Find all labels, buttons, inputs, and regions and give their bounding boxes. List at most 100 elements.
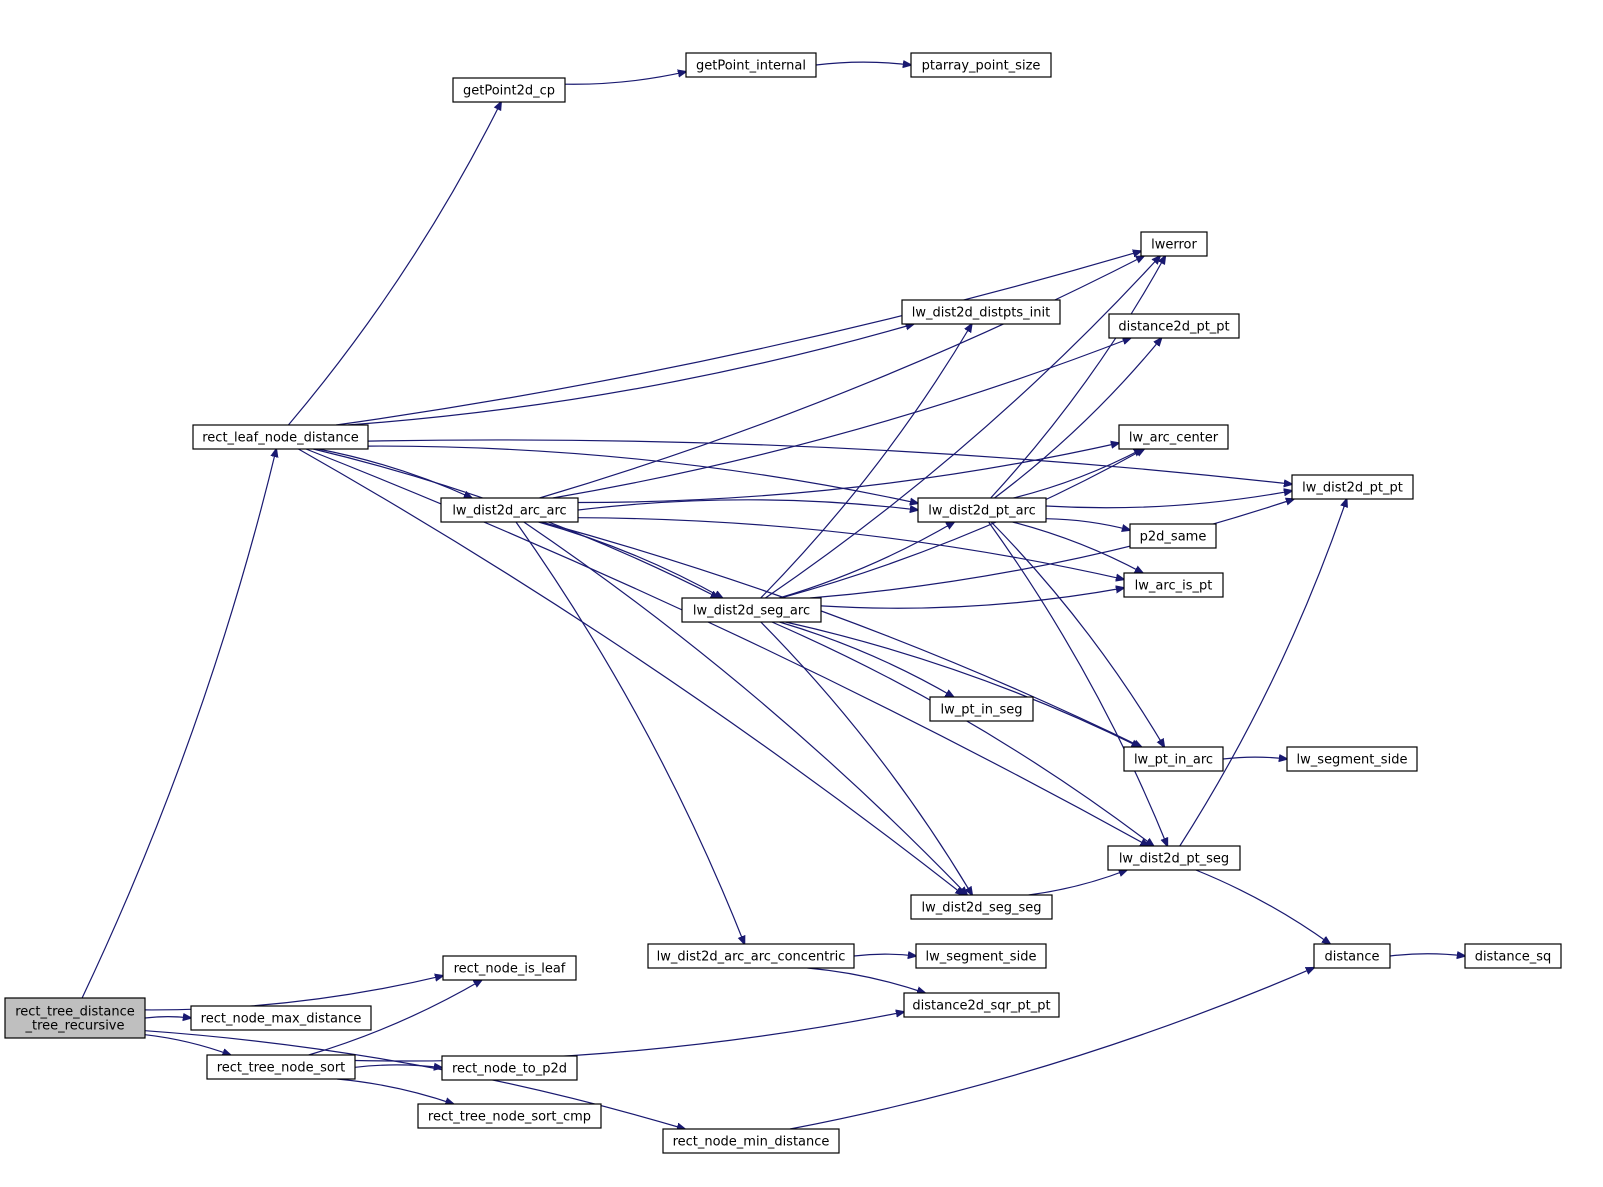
node-concentric[interactable]: lw_dist2d_arc_arc_concentric — [647, 943, 855, 969]
node-label: distance_sq — [1475, 950, 1552, 965]
node-label: lw_dist2d_seg_arc — [693, 604, 810, 619]
edge-mindist-to-distance — [789, 968, 1314, 1130]
node-arcarc[interactable]: lw_dist2d_arc_arc — [440, 497, 579, 523]
node-label: rect_tree_node_sort — [217, 1061, 346, 1076]
node-getp2d[interactable]: getPoint2d_cp — [452, 77, 566, 103]
edge-arcarc-to-segarc — [538, 521, 723, 598]
node-sortcmp[interactable]: rect_tree_node_sort_cmp — [417, 1103, 602, 1129]
edge-segarc-to-ptseg — [771, 621, 1154, 846]
node-maxdist[interactable]: rect_node_max_distance — [190, 1005, 372, 1031]
node-ptseg[interactable]: lw_dist2d_pt_seg — [1107, 845, 1241, 871]
node-distsq[interactable]: distance_sq — [1464, 943, 1562, 969]
node-box — [4, 997, 146, 1039]
node-segside2[interactable]: lw_segment_side — [915, 943, 1047, 969]
edge-nodesort-to-top2d — [354, 1065, 442, 1068]
node-box — [192, 424, 369, 450]
edge-arcarc-to-segseg — [523, 521, 967, 895]
node-segside1[interactable]: lw_segment_side — [1286, 746, 1418, 772]
node-lwptpt[interactable]: lw_dist2d_pt_pt — [1291, 474, 1414, 500]
node-box — [1291, 474, 1414, 500]
node-box — [1118, 424, 1229, 450]
node-mindist[interactable]: rect_node_min_distance — [662, 1128, 840, 1154]
node-label: lw_dist2d_arc_arc_concentric — [657, 950, 846, 965]
edge-segarc-to-distinit — [760, 324, 972, 599]
edge-getpint-to-ptsize — [815, 62, 911, 65]
edge-segseg-to-ptseg — [1028, 870, 1127, 896]
node-box — [901, 299, 1061, 325]
node-arcispt[interactable]: lw_arc_is_pt — [1123, 572, 1224, 598]
node-box — [1123, 746, 1224, 772]
node-box — [417, 1103, 602, 1129]
node-label: lw_dist2d_pt_seg — [1119, 852, 1229, 867]
node-box — [206, 1054, 356, 1080]
edge-getp2d-to-getpint — [564, 72, 686, 85]
node-box — [190, 1005, 372, 1031]
node-d2ptpt[interactable]: distance2d_pt_pt — [1108, 313, 1240, 339]
edge-leafdist-to-arcarc — [317, 448, 472, 498]
node-label: rect_node_to_p2d — [452, 1062, 567, 1077]
edge-arcarc-to-ptarc — [577, 499, 918, 510]
edge-segarc-to-arcispt — [820, 588, 1124, 609]
node-label: getPoint_internal — [696, 59, 806, 74]
node-label: rect_node_max_distance — [201, 1012, 362, 1027]
node-label: lw_arc_is_pt — [1135, 579, 1213, 594]
edge-ptarc-to-lwptpt — [1045, 491, 1292, 509]
node-box — [1129, 523, 1217, 549]
edge-ptarc-to-lwerror — [990, 256, 1166, 499]
node-label: getPoint2d_cp — [463, 84, 555, 99]
node-label: lw_dist2d_pt_arc — [928, 504, 1036, 519]
node-box — [1464, 943, 1562, 969]
node-top2d[interactable]: rect_node_to_p2d — [441, 1055, 578, 1081]
edge-leafdist-to-lwptpt — [367, 439, 1292, 484]
node-root[interactable]: rect_tree_distance_tree_recursive — [4, 997, 146, 1039]
node-ptinarc[interactable]: lw_pt_in_arc — [1123, 746, 1224, 772]
node-label: rect_tree_distance — [15, 1005, 135, 1020]
node-label: p2d_same — [1140, 530, 1207, 545]
node-label: lw_dist2d_arc_arc — [452, 504, 566, 519]
edge-arcarc-to-arcispt — [577, 517, 1124, 580]
edge-root-to-leafdist — [81, 449, 276, 999]
node-ptsize[interactable]: ptarray_point_size — [910, 52, 1052, 78]
node-label: lw_pt_in_arc — [1134, 753, 1213, 768]
edge-root-to-nodesort — [144, 1034, 231, 1055]
node-box — [917, 497, 1047, 523]
edge-segarc-to-ptarc — [779, 522, 954, 599]
edge-ptarc-to-arccenter — [1013, 449, 1143, 499]
node-getpint[interactable]: getPoint_internal — [685, 52, 817, 78]
node-box — [910, 52, 1052, 78]
edge-segarc-to-arccenter — [780, 449, 1144, 599]
edge-ptarc-to-ptinarc — [990, 521, 1164, 747]
node-ptarc[interactable]: lw_dist2d_pt_arc — [917, 497, 1047, 523]
node-label: _tree_recursive — [24, 1019, 124, 1034]
node-box — [442, 955, 577, 981]
node-label: rect_tree_node_sort_cmp — [428, 1110, 591, 1125]
edge-ptseg-to-distance — [1195, 869, 1330, 944]
node-box — [440, 497, 579, 523]
node-segseg[interactable]: lw_dist2d_seg_seg — [910, 894, 1053, 920]
node-sqrptpt[interactable]: distance2d_sqr_pt_pt — [903, 992, 1060, 1018]
node-label: distance2d_sqr_pt_pt — [912, 999, 1050, 1014]
nodes-layer: rect_tree_distance_tree_recursive rect_le… — [4, 52, 1562, 1154]
node-box — [1140, 231, 1208, 257]
node-label: lw_dist2d_pt_pt — [1302, 481, 1403, 496]
node-ptinseg[interactable]: lw_pt_in_seg — [929, 696, 1034, 722]
node-isleaf[interactable]: rect_node_is_leaf — [442, 955, 577, 981]
node-box — [1286, 746, 1418, 772]
node-label: rect_node_is_leaf — [454, 962, 566, 977]
node-distinit[interactable]: lw_dist2d_distpts_init — [901, 299, 1061, 325]
edge-nodesort-to-isleaf — [308, 980, 482, 1056]
node-label: lw_dist2d_distpts_init — [912, 306, 1050, 321]
node-distance[interactable]: distance — [1313, 943, 1391, 969]
node-box — [910, 894, 1053, 920]
node-nodesort[interactable]: rect_tree_node_sort — [206, 1054, 356, 1080]
node-box — [452, 77, 566, 103]
node-segarc[interactable]: lw_dist2d_seg_arc — [681, 597, 822, 623]
edge-leafdist-to-distinit — [347, 324, 914, 426]
node-lwerror[interactable]: lwerror — [1140, 231, 1208, 257]
edge-nodesort-to-sqrptpt — [354, 1012, 904, 1062]
node-leafdist[interactable]: rect_leaf_node_distance — [192, 424, 369, 450]
node-arccenter[interactable]: lw_arc_center — [1118, 424, 1229, 450]
edge-ptinarc-to-segside1 — [1222, 757, 1287, 759]
node-p2dsame[interactable]: p2d_same — [1129, 523, 1217, 549]
edge-root-to-mindist — [144, 1030, 685, 1129]
